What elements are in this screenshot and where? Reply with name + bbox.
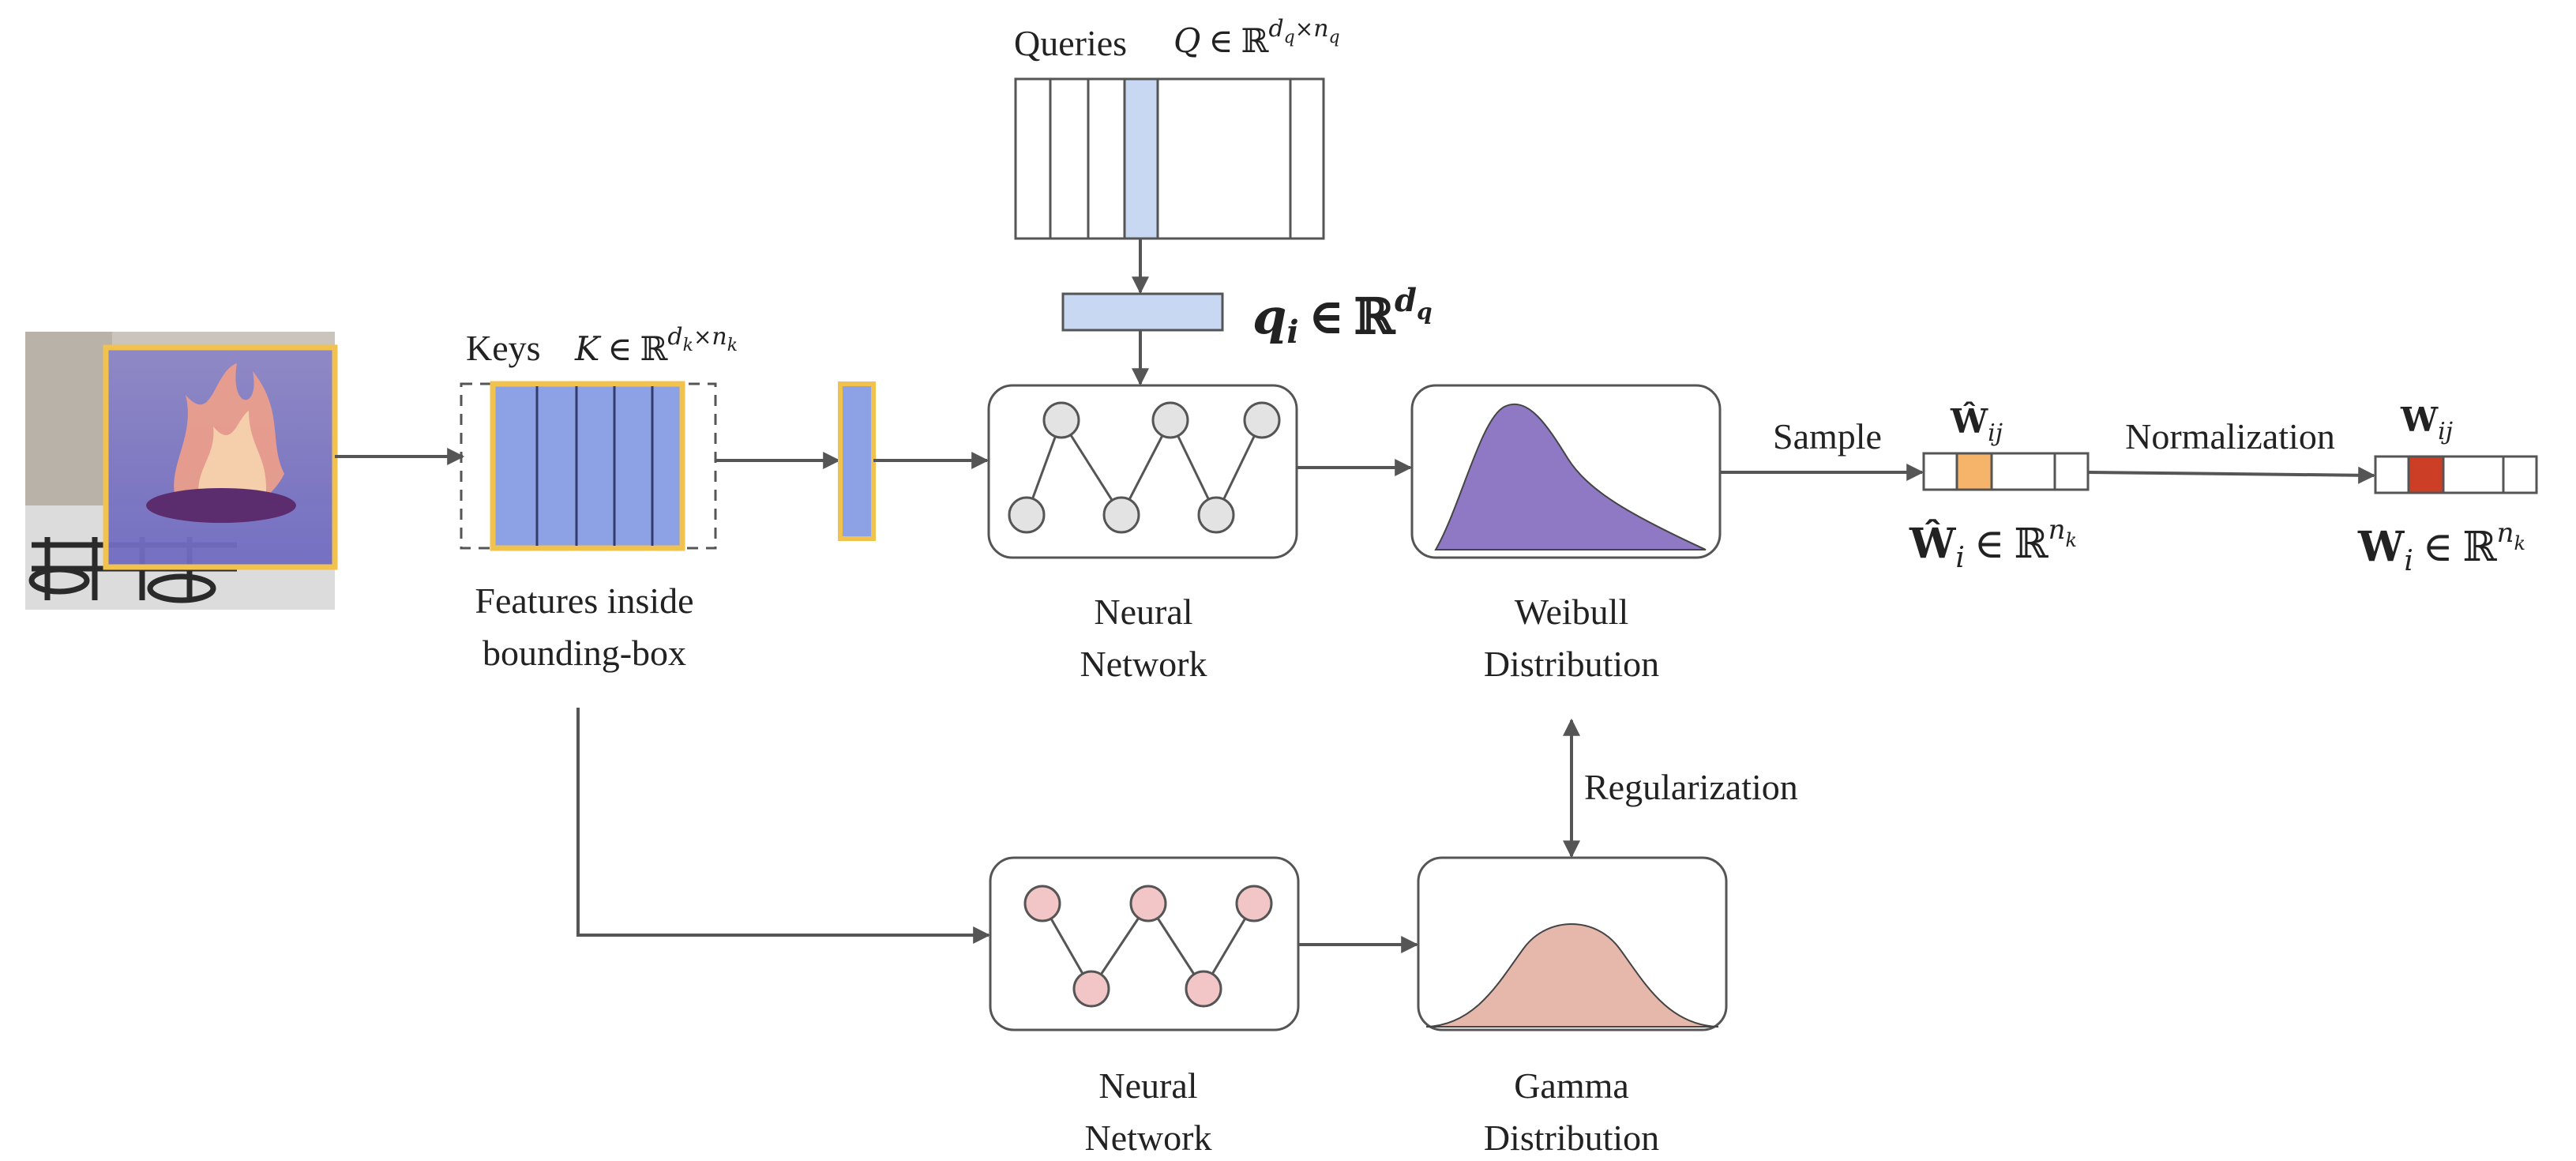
input-image [25, 332, 338, 610]
nn-node [1197, 496, 1235, 534]
queries-matrix [1014, 77, 1325, 240]
flame-icon [174, 363, 284, 513]
neural-network-top [987, 384, 1298, 559]
nn-node [1023, 885, 1061, 922]
nn-node [1129, 885, 1167, 922]
queries-formula: Q∈ℝdq×nq [1173, 15, 1340, 60]
nn-node [1008, 496, 1046, 534]
gamma-label-line1: Gamma [1514, 1065, 1629, 1106]
nn-node [1102, 496, 1140, 534]
w-hat-ij-label: Ŵij [1950, 401, 2003, 447]
w-ij-label: Wij [2400, 400, 2453, 445]
nn-node [1151, 401, 1189, 439]
arrow-normalization [2087, 466, 2376, 484]
features-label-line1: Features inside [475, 580, 693, 621]
nn-top-label-line2: Network [1080, 644, 1207, 684]
nn-node [1235, 885, 1273, 922]
weibull-label-line2: Distribution [1484, 644, 1659, 684]
nn-bottom-label-line2: Network [1085, 1118, 1212, 1158]
weibull-curve [1434, 403, 1707, 550]
selected-key-vector [838, 381, 876, 541]
nn-top-label-line1: Neural [1094, 592, 1192, 632]
weibull-label-line1: Weibull [1515, 592, 1629, 632]
w-vector [2374, 455, 2538, 494]
normalization-label: Normalization [2125, 416, 2335, 457]
keys-matrix [490, 381, 685, 551]
gamma-curve [1425, 923, 1719, 1028]
frying-pan-icon [146, 488, 296, 523]
neural-network-bottom [989, 856, 1300, 1031]
nn-node [1185, 970, 1222, 1008]
w-hat-vector [1922, 452, 2090, 491]
nn-node [1072, 970, 1110, 1008]
w-i-formula: Wi∈ℝnk [2357, 517, 2525, 577]
nn-bottom-label-line1: Neural [1098, 1065, 1197, 1106]
arrow-features-to-nn-bottom [576, 708, 991, 944]
query-vector [1061, 292, 1224, 332]
nn-node [1042, 401, 1080, 439]
w-hat-i-formula: Ŵi∈ℝnk [1909, 514, 2077, 574]
regularization-label: Regularization [1584, 767, 1798, 807]
features-label-line2: bounding-box [483, 633, 686, 673]
keys-formula: K∈ℝdk×nk [574, 323, 738, 368]
keys-label: Keys [466, 328, 541, 368]
queries-label: Queries [1014, 23, 1127, 63]
weibull-distribution [1410, 384, 1722, 559]
query-vector-formula: qi∈ℝdq [1252, 282, 1433, 351]
gamma-distribution [1417, 856, 1728, 1031]
gamma-label-line2: Distribution [1484, 1118, 1659, 1158]
sample-label: Sample [1773, 416, 1882, 457]
nn-node [1243, 401, 1281, 439]
